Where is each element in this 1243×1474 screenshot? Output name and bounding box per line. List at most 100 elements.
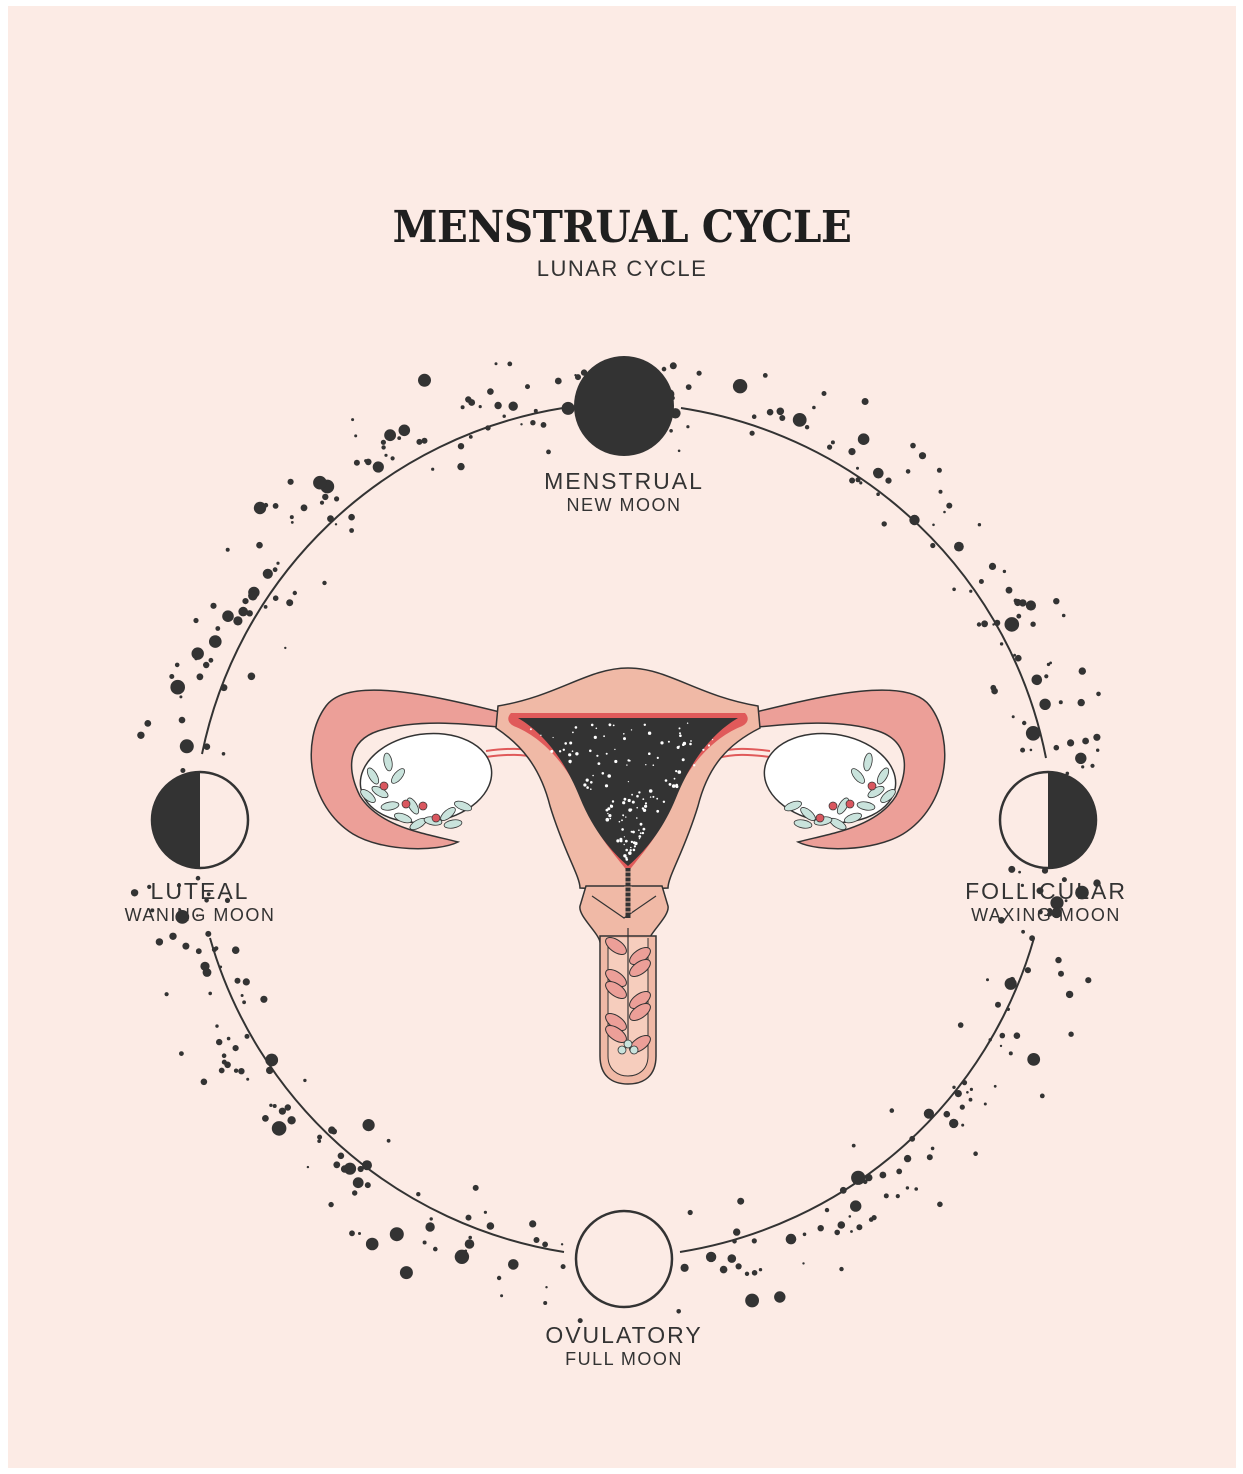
sparkle xyxy=(572,750,574,752)
star-dot xyxy=(248,673,256,681)
star-dot xyxy=(508,1259,519,1270)
star-dot xyxy=(503,415,506,418)
star-dot xyxy=(1053,598,1059,604)
star-dot xyxy=(745,1294,759,1308)
sparkle xyxy=(609,723,612,726)
sparkle xyxy=(682,758,685,761)
star-dot xyxy=(831,440,835,444)
sparkle xyxy=(626,764,627,765)
sparkle xyxy=(636,795,639,798)
star-dot xyxy=(1054,745,1060,751)
star-dot xyxy=(904,1155,911,1162)
star-dot xyxy=(763,373,768,378)
star-dot xyxy=(562,402,575,415)
star-dot xyxy=(269,1104,272,1107)
phase-moon: WAXING MOON xyxy=(946,904,1146,926)
star-dot xyxy=(180,768,185,773)
star-dot xyxy=(543,1301,547,1305)
star-dot xyxy=(745,1272,749,1276)
star-dot xyxy=(876,492,880,496)
sparkle xyxy=(628,852,631,855)
star-dot xyxy=(952,1086,955,1089)
sparkle xyxy=(633,849,636,852)
star-dot xyxy=(205,931,211,937)
star-dot xyxy=(822,391,827,396)
star-dot xyxy=(1012,715,1015,718)
sparkle xyxy=(589,750,592,753)
star-dot xyxy=(1000,1033,1006,1039)
star-dot xyxy=(890,1108,895,1113)
sparkle xyxy=(693,764,695,766)
star-dot xyxy=(222,610,234,622)
phase-follicular: FOLLICULAR WAXING MOON xyxy=(946,878,1146,926)
star-dot xyxy=(233,1045,239,1051)
sparkle xyxy=(624,844,625,845)
star-dot xyxy=(348,514,355,521)
star-dot xyxy=(872,1215,877,1220)
star-dot xyxy=(1093,734,1100,741)
sparkle xyxy=(607,813,608,814)
star-dot xyxy=(431,468,434,471)
star-dot xyxy=(192,647,204,659)
star-dot xyxy=(937,468,942,473)
star-dot xyxy=(1047,663,1050,666)
star-dot xyxy=(245,1034,250,1039)
sparkle xyxy=(650,796,651,797)
star-dot xyxy=(542,1242,548,1248)
star-dot xyxy=(706,1252,716,1262)
sparkle xyxy=(553,737,554,738)
berry-icon xyxy=(380,782,388,790)
sparkle xyxy=(594,736,597,739)
star-dot xyxy=(200,962,209,971)
sparkle xyxy=(702,749,704,751)
sparkle xyxy=(569,742,572,745)
star-dot xyxy=(381,445,385,449)
sparkle xyxy=(687,723,688,724)
star-dot xyxy=(840,1187,847,1194)
star-dot xyxy=(865,1174,872,1181)
star-dot xyxy=(1066,991,1073,998)
star-dot xyxy=(317,1135,322,1140)
star-dot xyxy=(678,450,681,453)
star-dot xyxy=(1020,748,1025,753)
sparkle xyxy=(612,800,614,802)
star-dot xyxy=(201,1079,208,1086)
star-dot xyxy=(1075,753,1086,764)
star-dot xyxy=(932,524,935,527)
sparkle xyxy=(622,814,624,816)
star-dot xyxy=(430,1217,433,1220)
star-dot xyxy=(287,1116,295,1124)
star-dot xyxy=(981,620,988,627)
cervix xyxy=(580,886,668,942)
sparkle xyxy=(614,749,615,750)
star-dot xyxy=(1016,614,1021,619)
star-dot xyxy=(986,978,989,981)
star-dot xyxy=(232,946,240,954)
star-dot xyxy=(805,425,809,429)
star-dot xyxy=(260,996,267,1003)
star-dot xyxy=(263,569,273,579)
star-dot xyxy=(273,503,279,509)
sparkle xyxy=(679,732,681,734)
phase-luteal: LUTEAL WANING MOON xyxy=(100,878,300,926)
star-dot xyxy=(468,1236,472,1240)
star-dot xyxy=(1082,738,1089,745)
star-dot xyxy=(487,388,494,395)
star-dot xyxy=(839,1267,843,1271)
sparkle xyxy=(652,796,654,798)
star-dot xyxy=(313,476,327,490)
sparkle xyxy=(645,802,647,804)
star-dot xyxy=(1055,957,1061,963)
star-dot xyxy=(248,591,257,600)
star-dot xyxy=(234,1069,238,1073)
star-dot xyxy=(1015,655,1022,662)
waxing-moon-icon xyxy=(1000,772,1096,868)
star-dot xyxy=(416,1192,420,1196)
star-dot xyxy=(1058,971,1064,977)
phase-ovulatory: OVULATORY FULL MOON xyxy=(524,1322,724,1370)
sparkle xyxy=(628,781,629,782)
star-dot xyxy=(1009,1051,1013,1055)
star-dot xyxy=(534,1237,540,1243)
phase-moon: FULL MOON xyxy=(524,1348,724,1370)
sparkle xyxy=(642,798,644,800)
